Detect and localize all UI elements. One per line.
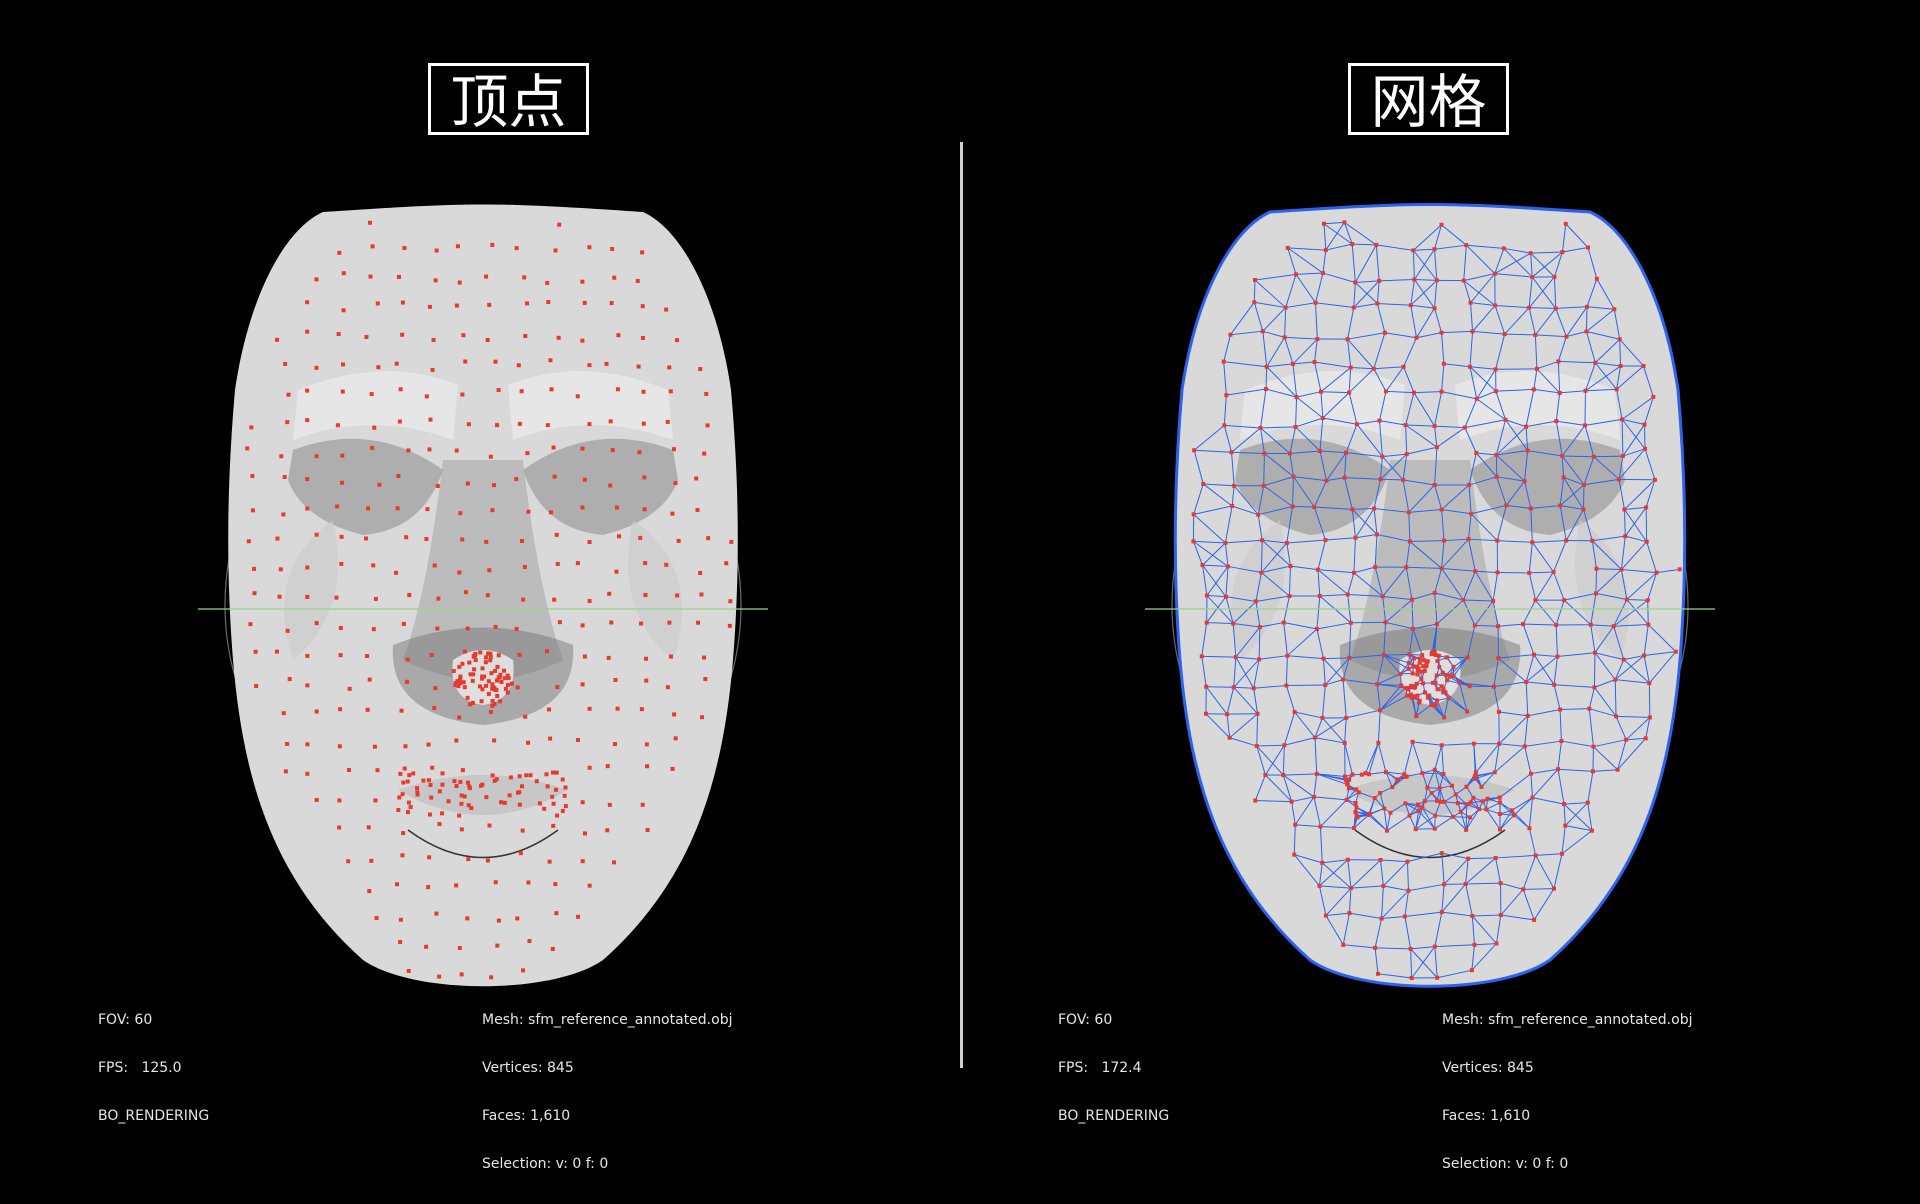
fov-readout: FOV: 60 <box>1058 1012 1169 1028</box>
render-mode-readout: BO_RENDERING <box>1058 1108 1169 1124</box>
mesh-info-left: Mesh: sfm_reference_annotated.obj Vertic… <box>482 980 732 1204</box>
fps-readout: FPS: 172.4 <box>1058 1060 1169 1076</box>
mesh-name-readout: Mesh: sfm_reference_annotated.obj <box>1442 1012 1692 1028</box>
mesh-info-right: Mesh: sfm_reference_annotated.obj Vertic… <box>1442 980 1692 1204</box>
vertex-count-readout: Vertices: 845 <box>482 1060 732 1076</box>
render-stats-right: FOV: 60 FPS: 172.4 BO_RENDERING <box>1058 980 1169 1156</box>
fov-readout: FOV: 60 <box>98 1012 209 1028</box>
panel-title-mesh: 网格 <box>1348 63 1509 135</box>
vertex-count-readout: Vertices: 845 <box>1442 1060 1692 1076</box>
selection-readout: Selection: v: 0 f: 0 <box>482 1156 732 1172</box>
wireframe-render-canvas[interactable] <box>960 140 1920 1080</box>
vertex-render-canvas[interactable] <box>0 140 960 1080</box>
face-count-readout: Faces: 1,610 <box>482 1108 732 1124</box>
render-stats-left: FOV: 60 FPS: 125.0 BO_RENDERING <box>98 980 209 1156</box>
panel-title-vertices: 顶点 <box>428 63 589 135</box>
selection-readout: Selection: v: 0 f: 0 <box>1442 1156 1692 1172</box>
fps-readout: FPS: 125.0 <box>98 1060 209 1076</box>
mesh-name-readout: Mesh: sfm_reference_annotated.obj <box>482 1012 732 1028</box>
render-mode-readout: BO_RENDERING <box>98 1108 209 1124</box>
face-count-readout: Faces: 1,610 <box>1442 1108 1692 1124</box>
viewport-vertices[interactable]: FOV: 60 FPS: 125.0 BO_RENDERING Mesh: sf… <box>0 140 960 1080</box>
viewport-wireframe[interactable]: FOV: 60 FPS: 172.4 BO_RENDERING Mesh: sf… <box>960 140 1920 1080</box>
